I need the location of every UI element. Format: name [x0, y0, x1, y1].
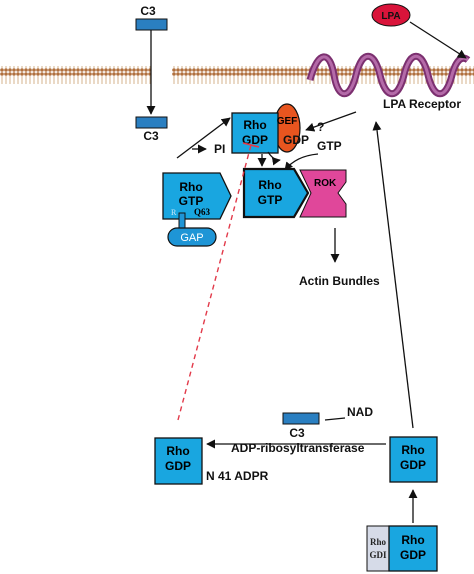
- lpa-receptor-label: LPA Receptor: [383, 97, 461, 111]
- question-label: ?: [317, 120, 324, 134]
- nad-label: NAD: [347, 405, 373, 419]
- membrane-left: [0, 66, 151, 84]
- c3-mid-box: [135, 116, 168, 129]
- c3-bottom-box: [282, 412, 320, 425]
- rho-gdp-br-box: [389, 436, 438, 483]
- rho-gdp-top-text-2: GDP: [242, 133, 268, 147]
- rho-gdp-bottom-text-1: Rho: [401, 533, 424, 547]
- inhibition-bar: [242, 142, 260, 148]
- rho-gdp-br-text-1: Rho: [401, 443, 424, 457]
- nad-line: [324, 417, 346, 421]
- receptor-activation-arrow: [372, 121, 414, 429]
- actin-label: Actin Bundles: [299, 274, 380, 288]
- rok-shape: [299, 169, 347, 218]
- rho-gdp-bottom-box: [388, 525, 438, 572]
- rho-gdi-box: [366, 525, 390, 572]
- lpa-binding-arrow: [409, 21, 467, 59]
- rho-gdi-text-1: Rho: [370, 537, 387, 547]
- c3-bottom-label: C3: [289, 426, 305, 440]
- rho-gdp-br-text-2: GDP: [400, 458, 426, 472]
- gdp-label: GDP: [283, 133, 309, 147]
- c3-top-label: C3: [140, 4, 156, 18]
- rho-gdp-bl-box: [154, 437, 203, 485]
- gdp-release-arrow: [267, 151, 281, 166]
- rho-gdp-bl-text-2: GDP: [165, 459, 191, 473]
- rho-gdp-top-text-1: Rho: [243, 118, 266, 132]
- gap-label: GAP: [180, 232, 203, 244]
- r-label: R: [171, 208, 177, 217]
- inhibition-dashed-line: [177, 144, 252, 421]
- rho-gdp-bl-text-1: Rho: [166, 444, 189, 458]
- lpa-receptor-highlight: [308, 54, 469, 96]
- q63-label: Q63: [194, 207, 211, 217]
- receptor-to-gef-arrow: [305, 111, 357, 132]
- membrane-right: [172, 66, 474, 84]
- lpa-ligand: [371, 3, 411, 27]
- c3-top-box: [135, 18, 168, 31]
- rho-gtp-mid-text-1: Rho: [258, 178, 281, 192]
- adp-ribosyl-label: ADP-ribosyltransferase: [231, 441, 365, 455]
- rho-gtp-left-text-1: Rho: [179, 180, 202, 194]
- rok-label: ROK: [314, 178, 337, 189]
- c3-mid-label: C3: [143, 129, 159, 143]
- hydrolysis-arrow: [176, 117, 231, 159]
- rho-gdi-text-2: GDI: [369, 550, 387, 560]
- rho-gtp-mid-text-2: GTP: [258, 193, 283, 207]
- rho-gtp-left-text-2: GTP: [179, 194, 204, 208]
- pi-label: PI: [214, 142, 225, 156]
- rho-gtp-mid-box: [242, 167, 310, 219]
- gap-oval: [167, 227, 217, 247]
- lpa-label: LPA: [381, 11, 400, 22]
- gef-label: GEF: [277, 116, 298, 127]
- rho-gdp-bottom-text-2: GDP: [400, 548, 426, 562]
- n41-label: N 41 ADPR: [206, 469, 269, 483]
- rho-gtp-left-box: [162, 172, 232, 220]
- gtp-binding-arrow: [284, 153, 319, 171]
- gtp-label: GTP: [317, 139, 342, 153]
